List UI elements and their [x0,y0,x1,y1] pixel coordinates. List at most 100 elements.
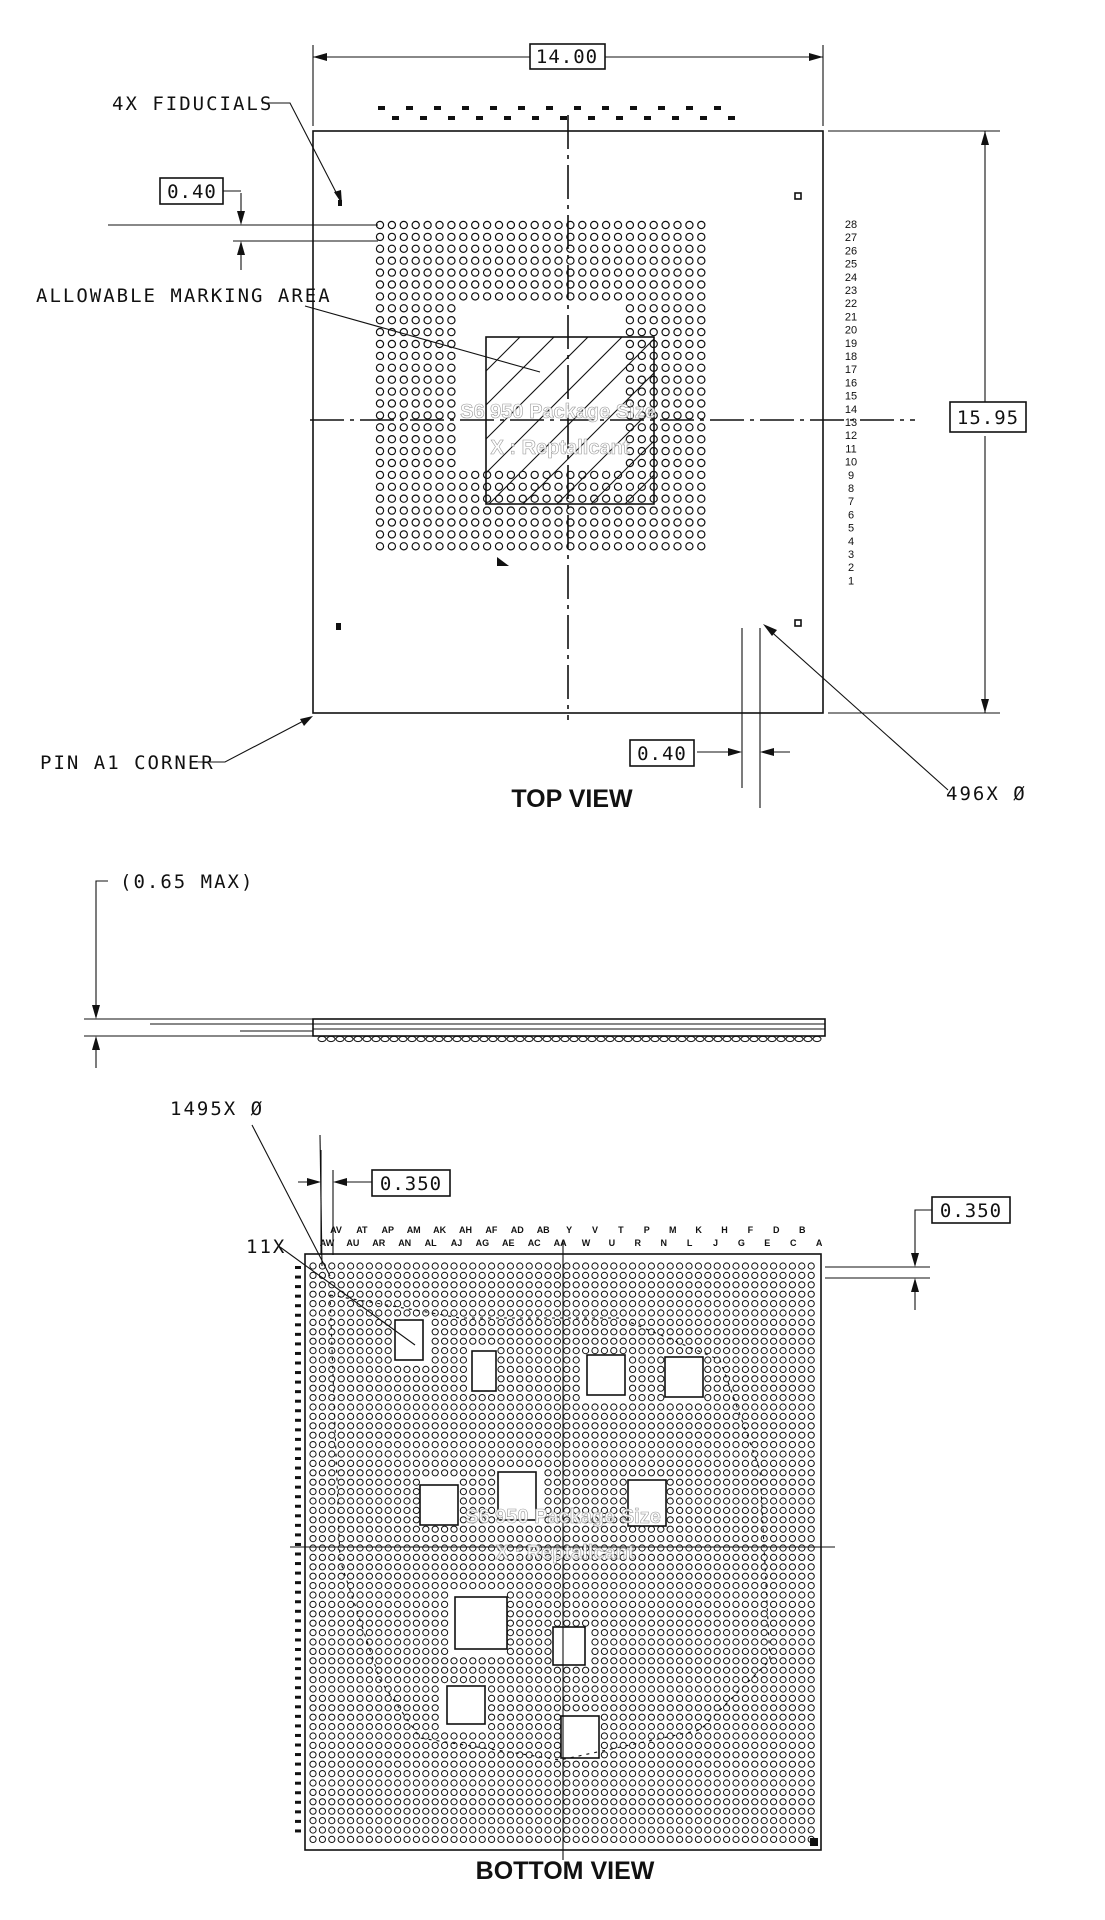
watermark-line-3: S6 950 Package Size [465,1506,661,1528]
label-ball-count-top: 496X Ø [946,783,1027,805]
column-label-mark [728,116,735,120]
row-number-label: 15 [845,391,857,403]
dim-height-box [949,401,1027,433]
row-number-label: 21 [845,311,857,323]
column-letter: W [582,1238,591,1248]
row-label-mark [295,1361,301,1365]
row-label-mark [295,1294,301,1298]
column-label-mark [490,106,497,110]
row-label-mark [295,1829,301,1833]
dim-width: 14.00 [536,46,598,68]
column-label-mark [560,116,567,120]
column-letter: AB [537,1225,550,1235]
column-letter: AE [502,1238,515,1248]
bottom-depopulated-regions [394,1319,704,1759]
row-label-mark [295,1600,301,1604]
row-number-label: 1 [848,575,854,587]
row-number-label: 19 [845,338,857,350]
row-number-label: 24 [845,272,857,284]
column-letter: AM [407,1225,421,1235]
column-label-mark [378,106,385,110]
depopulated-region [497,1471,537,1521]
row-label-mark [295,1571,301,1575]
row-label-mark [295,1800,301,1804]
column-label-mark [700,116,707,120]
row-label-mark [295,1418,301,1422]
column-label-mark [462,106,469,110]
side-package-body [312,1018,826,1037]
row-label-mark [295,1743,301,1747]
row-label-mark [295,1695,301,1699]
column-letter: K [695,1225,702,1235]
top-view-title: TOP VIEW [511,785,633,813]
dim-height: 15.95 [957,407,1019,429]
row-label-mark [295,1285,301,1289]
column-letter: AR [372,1238,385,1248]
row-number-label: 23 [845,285,857,297]
row-number-label: 20 [845,325,857,337]
depopulated-region [627,1479,667,1527]
row-number-label: 16 [845,377,857,389]
column-letter: AJ [451,1238,463,1248]
column-label-mark [574,106,581,110]
row-number-label: 9 [848,470,854,482]
column-label-mark [644,116,651,120]
row-label-mark [295,1504,301,1508]
row-label-mark [295,1667,301,1671]
column-letter: AH [459,1225,472,1235]
label-pin-corner: PIN A1 CORNER [40,752,215,774]
column-letter: D [773,1225,780,1235]
bottom-view-title: BOTTOM VIEW [476,1857,655,1885]
depopulated-region [454,1596,508,1650]
bottom-row-labels [295,1266,301,1833]
row-label-mark [295,1266,301,1269]
column-letter: R [635,1238,642,1248]
row-number-label: 27 [845,232,857,244]
column-label-mark [448,116,455,120]
column-label-mark [518,106,525,110]
dim-pitch-bottom: 0.40 [637,743,687,765]
row-number-label: 13 [845,417,857,429]
column-label-mark [714,106,721,110]
dim-pitch-left-box [371,1169,451,1197]
dim-pitch-top: 0.40 [167,181,217,203]
column-letter: C [790,1238,797,1248]
column-letter: AV [330,1225,342,1235]
row-label-mark [295,1562,301,1566]
row-label-mark [295,1523,301,1527]
column-label-mark [420,116,427,120]
row-number-label: 28 [845,219,857,231]
column-letter: Y [566,1225,572,1235]
column-letter: V [592,1225,598,1235]
column-letter: P [644,1225,650,1235]
top-ball-grid [375,220,706,551]
top-column-labels [378,106,735,120]
column-letter: AP [382,1225,395,1235]
row-number-label: 8 [848,483,854,495]
row-label-mark [295,1609,301,1613]
row-number-label: 3 [848,549,854,561]
label-ball-count-bottom: 1495X Ø [170,1098,264,1120]
row-label-mark [295,1351,301,1355]
row-label-mark [295,1447,301,1451]
row-label-mark [295,1332,301,1336]
column-letter: J [713,1238,718,1248]
depopulated-region [419,1484,459,1526]
bottom-ball-grid [309,1262,815,1844]
row-number-label: 11 [845,443,856,455]
row-label-mark [295,1772,301,1776]
column-label-mark [434,106,441,110]
row-number-label: 25 [845,259,857,271]
side-ball-row [317,1035,822,1043]
row-label-mark [295,1552,301,1556]
row-label-mark [295,1810,301,1814]
label-fiducials: 4X FIDUCIALS [112,93,273,115]
column-letter: AA [554,1238,567,1248]
column-letter: U [609,1238,616,1248]
label-side-height: (0.65 MAX) [120,871,254,893]
column-label-mark [588,116,595,120]
column-label-mark [658,106,665,110]
depopulated-region [552,1626,586,1666]
